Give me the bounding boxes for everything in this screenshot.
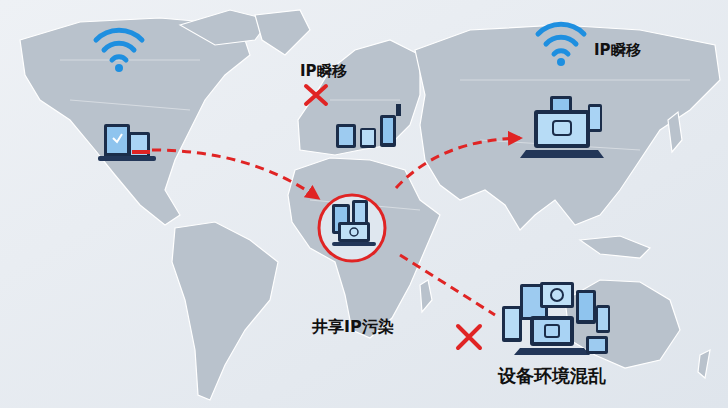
- red-cross: [306, 86, 480, 348]
- wifi-icon: [538, 24, 584, 54]
- device-cluster: [336, 104, 401, 148]
- dashed-route: [152, 138, 520, 315]
- continents: [20, 10, 720, 400]
- device-cluster: [520, 96, 604, 158]
- shared-ip-cluster: [319, 195, 385, 261]
- shared-ip-label: 井享IP污染: [312, 318, 394, 336]
- wifi-icon: [96, 30, 142, 60]
- ip-jump-label: IP瞬移: [594, 42, 641, 59]
- ip-jump-label: IP瞬移: [300, 63, 347, 80]
- device-cluster: [502, 282, 610, 355]
- device-env-label: 设备环境混乱: [498, 366, 606, 387]
- device-cluster: [98, 124, 156, 161]
